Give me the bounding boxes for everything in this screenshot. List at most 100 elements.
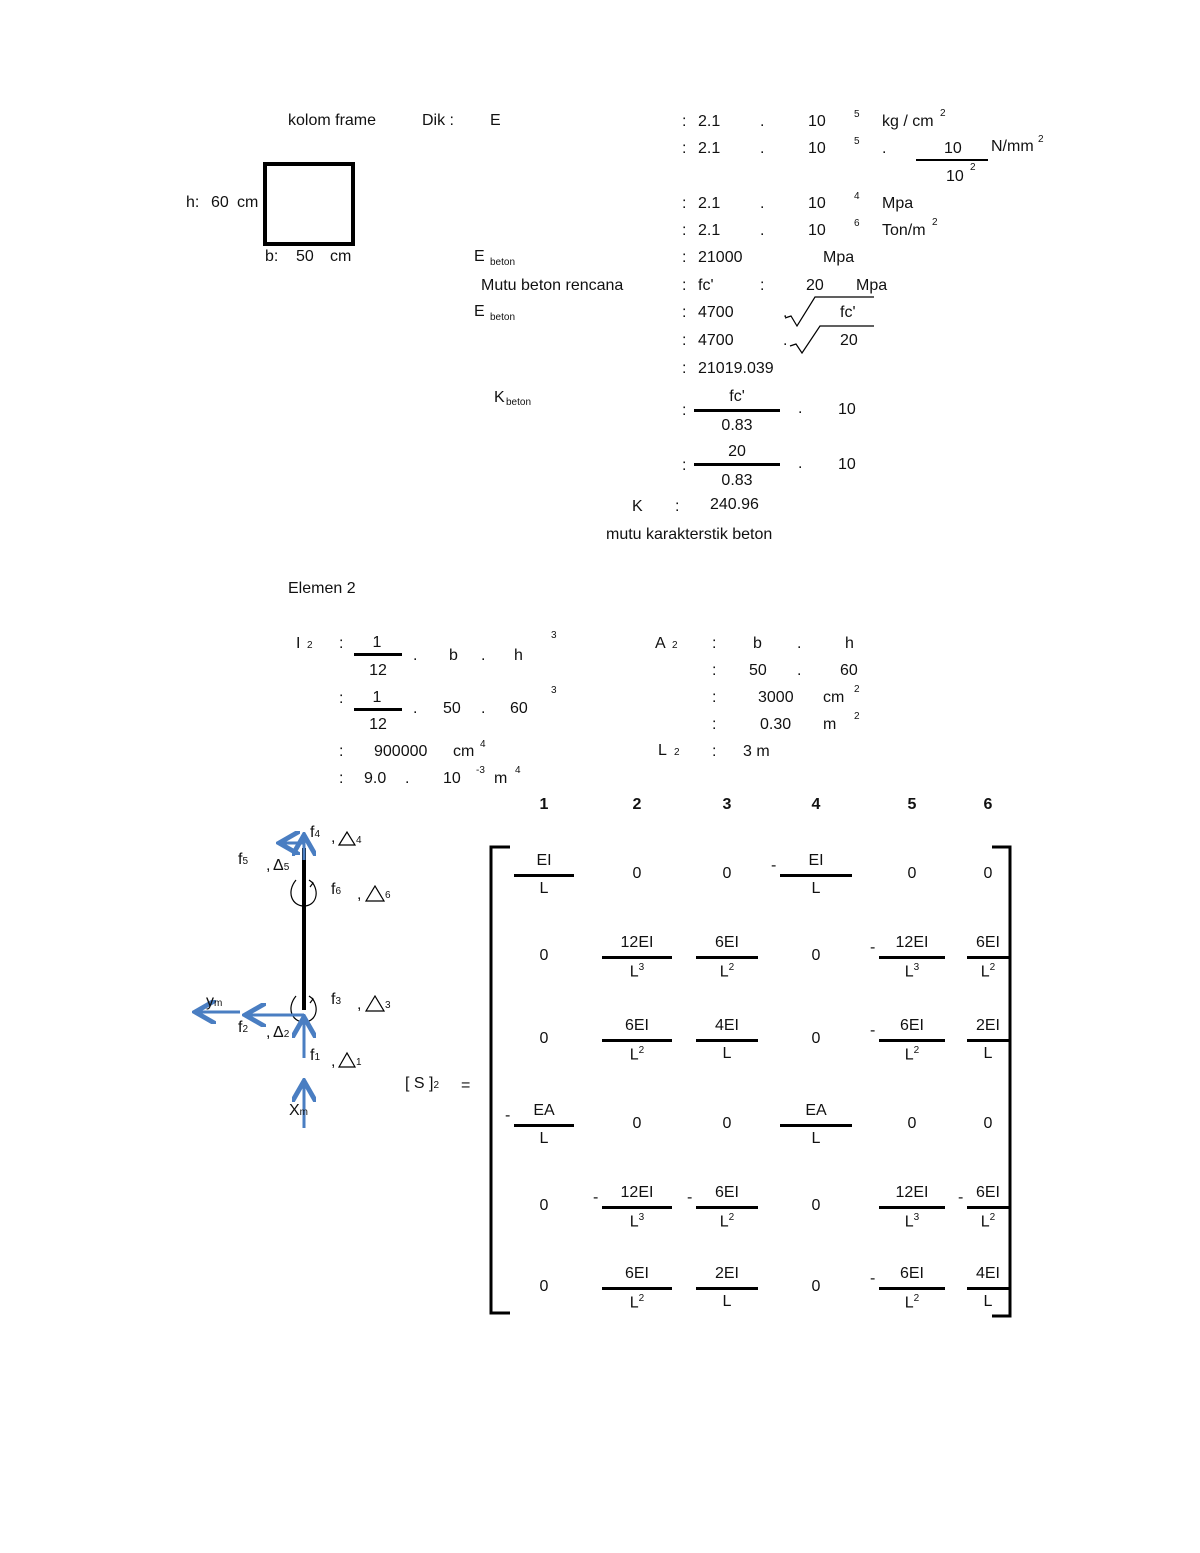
e-beton-unit: Mpa (823, 249, 855, 266)
ym-label: ym (206, 993, 223, 1010)
comma: , (266, 857, 271, 874)
delta-4-icon (337, 830, 357, 846)
colon: : (339, 690, 344, 707)
matrix-numerator: EA (805, 1102, 827, 1119)
matrix-numerator: EI (536, 852, 552, 869)
k-result: 240.96 (710, 496, 759, 513)
dot: . (760, 113, 765, 130)
matrix-fraction-bar (602, 1039, 672, 1042)
f1-label: f1 (310, 1047, 321, 1064)
matrix-numerator: EI (808, 852, 824, 869)
colon: : (712, 662, 717, 679)
den-exponent: 2 (728, 1212, 735, 1223)
I-frac2-num: 1 (372, 689, 382, 706)
matrix-fraction-bar (602, 956, 672, 959)
matrix-fraction-bar (696, 1206, 758, 1209)
e-beton-label-2: E (474, 303, 485, 320)
matrix-denominator: L (504, 881, 584, 897)
matrix-fraction-bar (967, 1287, 1009, 1290)
matrix-cell: 0 (811, 947, 821, 964)
den-text: L (904, 1294, 914, 1312)
dot: . (798, 400, 803, 417)
e-formula-root-2: 20 (840, 332, 858, 349)
matrix-cell: 0 (632, 1115, 642, 1132)
matrix-numerator: 6EI (899, 1265, 924, 1282)
k-frac2-den: 0.83 (721, 472, 753, 489)
den-exponent: 2 (913, 1293, 920, 1304)
matrix-col-header: 3 (722, 796, 732, 813)
matrix-fraction-bar (696, 956, 758, 959)
e-coef-2: 2.1 (698, 140, 721, 157)
width-value: 50 (296, 248, 314, 265)
I-sub: 2 (307, 640, 313, 651)
I-exp-2: 3 (551, 685, 557, 696)
den-text: L (983, 1045, 993, 1062)
d5-label: Δ5 (273, 857, 290, 874)
matrix-fraction-bar (879, 956, 945, 959)
matrix-right-bracket (992, 845, 1012, 1318)
e-unit-exp-2: 2 (1038, 134, 1044, 145)
colon: : (682, 222, 687, 239)
matrix-cell: 0 (983, 865, 993, 882)
den-text: L (719, 1213, 729, 1231)
matrix-left-bracket (489, 845, 510, 1315)
dot: . (882, 140, 887, 157)
colon: : (682, 195, 687, 212)
e-base-4: 10 (808, 222, 826, 239)
colon: : (760, 277, 765, 294)
den-exponent: 3 (913, 962, 920, 973)
e-coef-1: 2.1 (698, 113, 721, 130)
k-frac2-num: 20 (728, 443, 746, 460)
k-label: K (494, 389, 505, 406)
matrix-fraction-bar (879, 1287, 945, 1290)
matrix-fraction-bar (514, 874, 574, 877)
den-exponent: 3 (638, 1212, 645, 1223)
delta-1-icon (337, 1051, 357, 1068)
matrix-numerator: EA (533, 1102, 555, 1119)
e-formula-coef-2: 4700 (698, 332, 734, 349)
L-label: L (658, 742, 667, 759)
matrix-minus-sign: - (687, 1189, 693, 1206)
fc-label: fc' (698, 277, 714, 294)
matrix-col-header: 1 (539, 796, 549, 813)
matrix-minus-sign: - (771, 857, 777, 874)
A-b: b (753, 635, 762, 652)
colon: : (682, 360, 687, 377)
I-result: 900000 (374, 743, 428, 760)
den-exponent: 2 (913, 1045, 920, 1056)
k-factor-2: 10 (838, 456, 856, 473)
den-text: L (629, 1294, 639, 1312)
e-unit-4: Ton/m (882, 222, 926, 239)
e-base-3: 10 (808, 195, 826, 212)
matrix-col-header: 4 (811, 796, 821, 813)
matrix-denominator: L2 (597, 1046, 677, 1063)
matrix-minus-sign: - (505, 1107, 511, 1124)
k-result-label: K (632, 498, 643, 515)
colon: : (712, 635, 717, 652)
A-unit-2-exp: 2 (854, 711, 860, 722)
given-label: Dik : (422, 112, 454, 129)
f2-label: f2 (238, 1019, 249, 1036)
dot: . (481, 700, 486, 717)
d4-sub: 4 (356, 835, 362, 846)
matrix-cell: 0 (722, 1115, 732, 1132)
matrix-cell: 0 (811, 1030, 821, 1047)
matrix-cell: 0 (983, 1115, 993, 1132)
delta-3-icon (364, 994, 386, 1012)
colon: : (682, 277, 687, 294)
den-text: L (539, 880, 549, 897)
dot: . (481, 647, 486, 664)
I-result2-unit: m (494, 770, 508, 787)
matrix-denominator: L2 (687, 963, 767, 980)
A-unit: cm (823, 689, 845, 706)
dot: . (797, 662, 802, 679)
den-text: L (904, 1046, 914, 1064)
comma: , (266, 1024, 271, 1041)
matrix-numerator: 12EI (620, 934, 654, 951)
dot: . (798, 455, 803, 472)
fraction-bar (694, 463, 780, 466)
matrix-fraction-bar (602, 1206, 672, 1209)
colon: : (712, 689, 717, 706)
A-unit-2: m (823, 716, 837, 733)
matrix-numerator: 6EI (899, 1017, 924, 1034)
